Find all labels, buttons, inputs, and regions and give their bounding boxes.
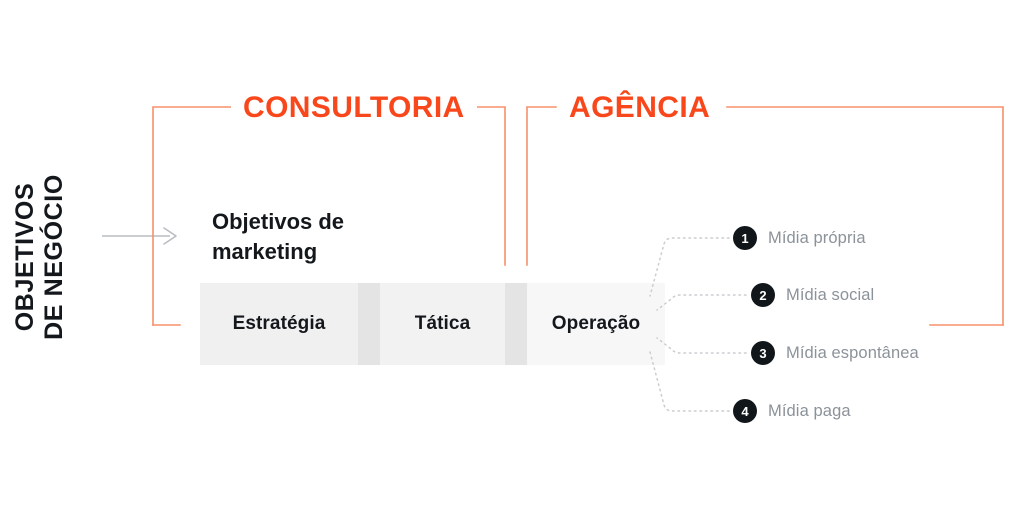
media-item-3[interactable]: 3 Mídia espontânea bbox=[751, 341, 919, 365]
stage-segment-label: Operação bbox=[551, 313, 641, 334]
business-objectives-axis-text: OBJETIVOS DE NEGÓCIO bbox=[10, 174, 69, 340]
stage-segment-label: Estratégia bbox=[232, 313, 326, 334]
stage-divider bbox=[505, 283, 527, 365]
bracket-title-agencia: AGÊNCIA bbox=[557, 93, 723, 123]
media-item-1[interactable]: 1 Mídia própria bbox=[733, 226, 866, 250]
media-item-label: Mídia social bbox=[786, 285, 875, 304]
media-item-number: 4 bbox=[733, 399, 757, 423]
media-item-2[interactable]: 2 Mídia social bbox=[751, 283, 874, 307]
media-item-label: Mídia paga bbox=[768, 401, 851, 420]
media-item-number: 3 bbox=[751, 341, 775, 365]
bracket-title-consultoria: CONSULTORIA bbox=[231, 93, 477, 123]
arrow-right-icon bbox=[100, 222, 182, 250]
media-item-number: 2 bbox=[751, 283, 775, 307]
media-item-label: Mídia própria bbox=[768, 228, 866, 247]
stage-segment-label: Tática bbox=[414, 313, 471, 334]
media-item-label: Mídia espontânea bbox=[786, 343, 919, 362]
stage-segment-operacao: Operação bbox=[527, 283, 665, 365]
page-title: Objetivos de marketing bbox=[212, 209, 345, 264]
stage-band: Estratégia Tática Operação bbox=[200, 283, 665, 365]
media-item-number: 1 bbox=[733, 226, 757, 250]
stage-divider bbox=[358, 283, 380, 365]
stage-segment-tatica: Tática bbox=[380, 283, 505, 365]
media-item-4[interactable]: 4 Mídia paga bbox=[733, 399, 851, 423]
business-objectives-axis-label: OBJETIVOS DE NEGÓCIO bbox=[0, 0, 80, 514]
stage-segment-estrategia: Estratégia bbox=[200, 283, 358, 365]
